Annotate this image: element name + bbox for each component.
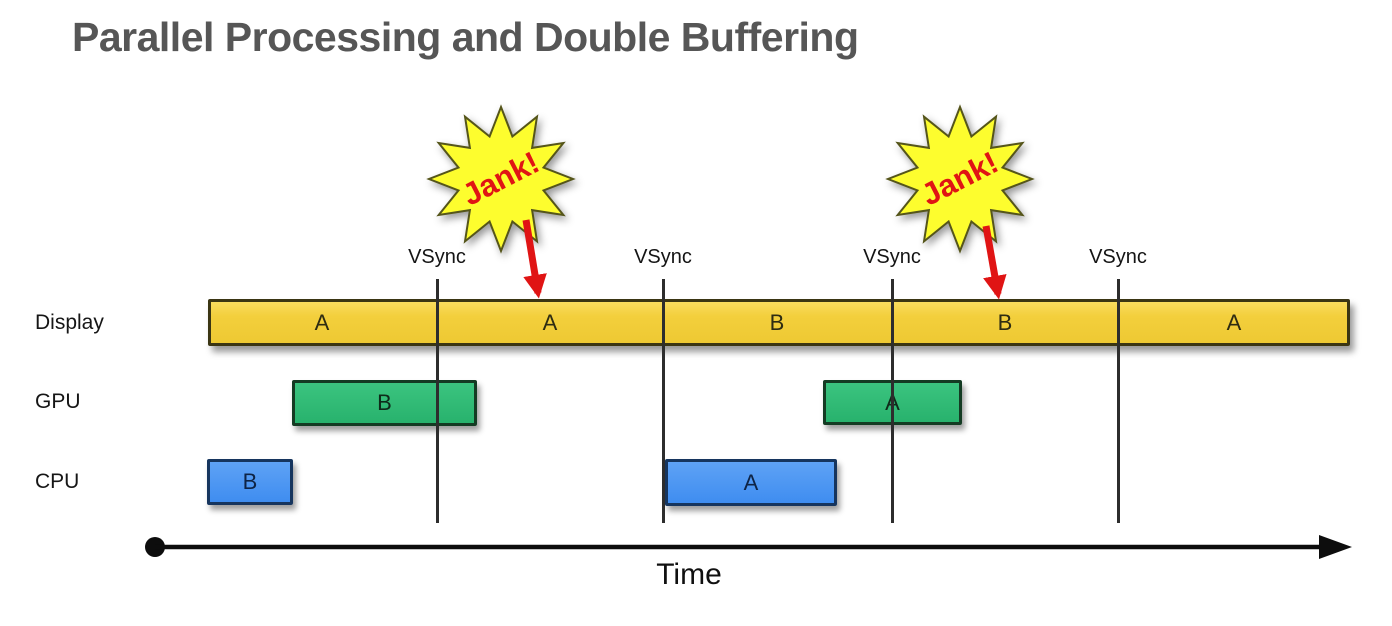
display-segment-label: B bbox=[769, 309, 785, 335]
starburst-icon bbox=[885, 104, 1035, 254]
vsync-label-3: VSync bbox=[863, 246, 921, 268]
display-segment-label: A bbox=[314, 309, 330, 335]
cpu-bar-b: B bbox=[207, 459, 293, 505]
display-segment-label: B bbox=[997, 309, 1013, 335]
vsync-line-4 bbox=[1117, 279, 1120, 523]
vsync-line-3 bbox=[891, 279, 894, 523]
vsync-label-2: VSync bbox=[634, 246, 692, 268]
page-title: Parallel Processing and Double Buffering bbox=[72, 14, 859, 60]
time-axis-arrowhead bbox=[1319, 535, 1352, 559]
vsync-label-1: VSync bbox=[408, 246, 466, 268]
time-axis-label: Time bbox=[656, 558, 722, 591]
row-label-display: Display bbox=[35, 311, 104, 334]
cpu-bar-a: A bbox=[665, 459, 837, 506]
row-label-gpu: GPU bbox=[35, 390, 81, 413]
jank-starburst-1: Jank! bbox=[426, 104, 576, 254]
vsync-label-4: VSync bbox=[1089, 246, 1147, 268]
vsync-line-1 bbox=[436, 279, 439, 523]
row-label-cpu: CPU bbox=[35, 470, 80, 493]
display-segment-label: A bbox=[542, 309, 558, 335]
starburst-icon bbox=[426, 104, 576, 254]
vsync-line-2 bbox=[662, 279, 665, 523]
gpu-bar-b: B bbox=[292, 380, 477, 426]
jank-starburst-2: Jank! bbox=[885, 104, 1035, 254]
display-segment-label: A bbox=[1226, 309, 1242, 335]
display-timeline-bar bbox=[208, 299, 1350, 346]
time-axis-origin-dot bbox=[145, 537, 165, 557]
